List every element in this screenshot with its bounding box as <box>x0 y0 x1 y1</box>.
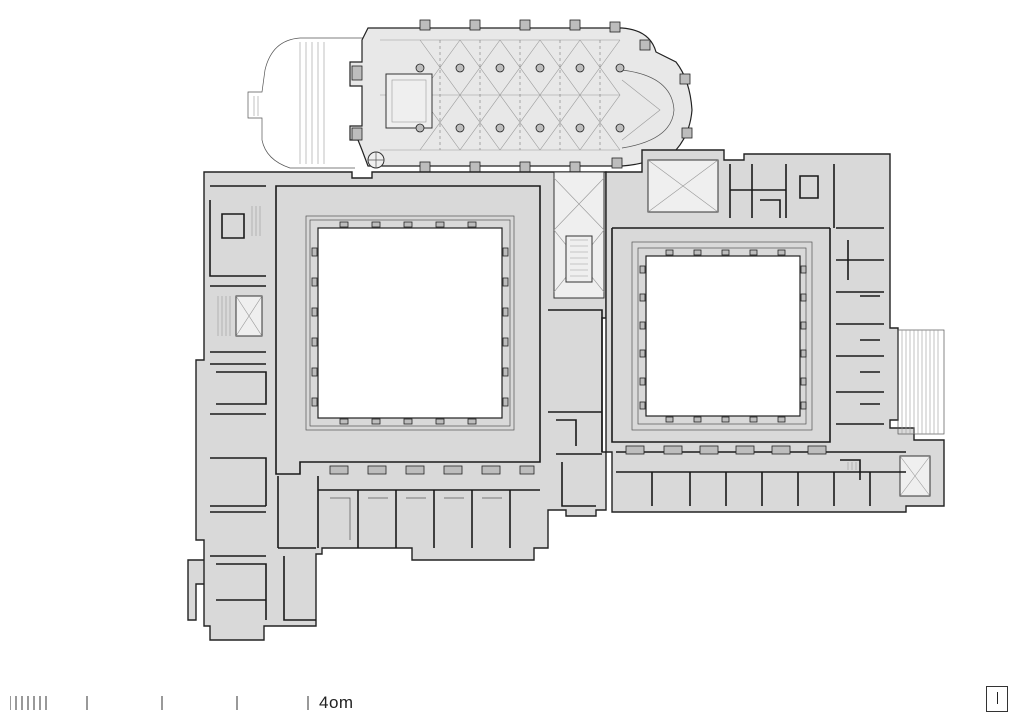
scale-bar <box>10 696 309 710</box>
north-arrow-mark <box>997 692 999 704</box>
north-arrow-icon <box>986 686 1008 712</box>
scale-label: 4om <box>319 693 354 712</box>
east-cloister-wing <box>605 149 945 513</box>
church-wing <box>247 19 693 173</box>
west-cloister-wing <box>187 171 607 641</box>
